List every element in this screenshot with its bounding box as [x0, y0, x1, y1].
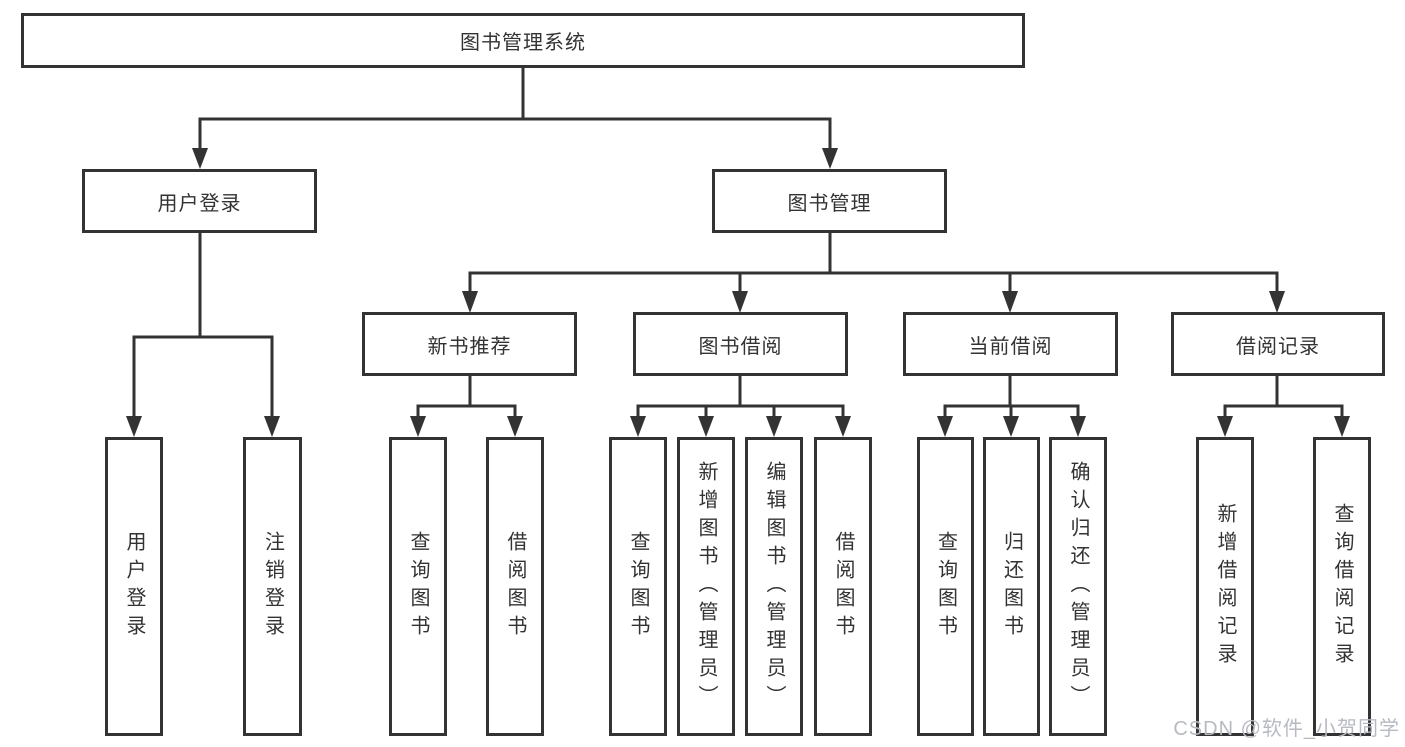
leaf-query-books-recommend-label: 查询图书: [407, 530, 429, 643]
connector-book-management-to-level3: [462, 233, 1285, 313]
leaf-borrow-books: 借阅图书: [814, 437, 872, 736]
leaf-add-borrow-record-label: 新增借阅记录: [1214, 502, 1236, 671]
node-book-management: 图书管理: [712, 169, 947, 233]
leaf-user-login-label: 用户登录: [123, 530, 145, 643]
node-current-borrow: 当前借阅: [903, 312, 1118, 376]
leaf-query-books-recommend: 查询图书: [389, 437, 447, 736]
leaf-borrow-books-recommend-label: 借阅图书: [504, 530, 526, 643]
node-new-book-recommend: 新书推荐: [362, 312, 577, 376]
leaf-query-books-current-label: 查询图书: [934, 530, 957, 643]
leaf-edit-books-admin-label: 编辑图书（管理员）: [763, 460, 785, 713]
leaf-user-login: 用户登录: [105, 437, 163, 736]
connector-book-borrow-to-leaves: [630, 376, 851, 437]
leaf-query-books-borrow-label: 查询图书: [627, 530, 649, 643]
leaf-query-books-borrow: 查询图书: [609, 437, 667, 736]
leaf-borrow-books-recommend: 借阅图书: [486, 437, 544, 736]
csdn-watermark: CSDN @软件_小贺同学: [1173, 718, 1400, 740]
leaf-query-borrow-record-label: 查询借阅记录: [1331, 502, 1353, 671]
leaf-edit-books-admin: 编辑图书（管理员）: [745, 437, 803, 736]
node-book-borrow-label: 图书借阅: [698, 335, 783, 358]
connector-root-to-level2: [192, 68, 838, 169]
node-user-login: 用户登录: [82, 169, 317, 233]
leaf-return-books: 归还图书: [983, 437, 1040, 736]
leaf-add-books-admin-label: 新增图书（管理员）: [695, 460, 717, 713]
leaf-logout: 注销登录: [243, 437, 302, 736]
connector-user-login-to-leaves: [126, 233, 280, 437]
leaf-query-books-current: 查询图书: [917, 437, 974, 736]
leaf-add-borrow-record: 新增借阅记录: [1196, 437, 1254, 736]
node-user-login-label: 用户登录: [157, 192, 242, 215]
node-root: 图书管理系统: [21, 13, 1025, 68]
leaf-borrow-books-label: 借阅图书: [832, 530, 854, 643]
leaf-add-books-admin: 新增图书（管理员）: [677, 437, 735, 736]
connector-new-book-recommend-to-leaves: [410, 376, 523, 437]
leaf-logout-label: 注销登录: [261, 530, 284, 643]
node-current-borrow-label: 当前借阅: [968, 335, 1053, 358]
node-root-label: 图书管理系统: [460, 32, 586, 54]
node-book-management-label: 图书管理: [787, 192, 872, 215]
connector-current-borrow-to-leaves: [937, 376, 1086, 437]
leaf-query-borrow-record: 查询借阅记录: [1313, 437, 1371, 736]
node-borrow-records-label: 借阅记录: [1236, 335, 1320, 358]
leaf-confirm-return-admin-label: 确认归还（管理员）: [1067, 460, 1089, 713]
node-book-borrow: 图书借阅: [633, 312, 848, 376]
node-borrow-records: 借阅记录: [1171, 312, 1385, 376]
leaf-confirm-return-admin: 确认归还（管理员）: [1049, 437, 1107, 736]
connector-borrow-records-to-leaves: [1217, 376, 1350, 437]
leaf-return-books-label: 归还图书: [1000, 530, 1023, 643]
node-new-book-recommend-label: 新书推荐: [427, 335, 512, 358]
